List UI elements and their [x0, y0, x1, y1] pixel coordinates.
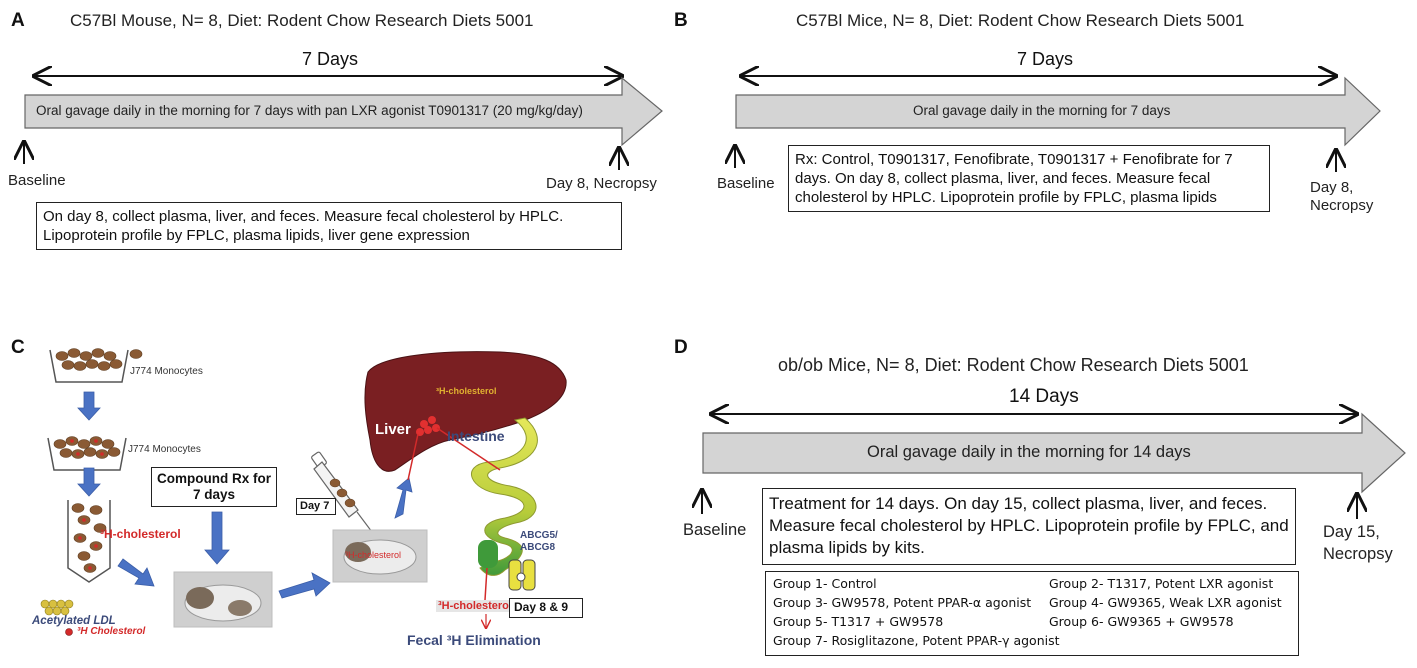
- panel-d-arrow-text: Oral gavage daily in the morning for 14 …: [867, 443, 1191, 461]
- group-item: Group 1- Control: [773, 576, 877, 591]
- treatment-groups-box: Group 1- Control Group 2- T1317, Potent …: [765, 571, 1299, 656]
- group-item: Group 5- T1317 + GW9578: [773, 614, 944, 629]
- panel-b-baseline: Baseline: [717, 175, 775, 192]
- panel-letter-a: A: [11, 10, 25, 31]
- panel-d-necropsy-1: Day 15,: [1323, 523, 1380, 541]
- panel-a-duration: 7 Days: [302, 49, 359, 69]
- panel-a-protocol-box: On day 8, collect plasma, liver, and fec…: [36, 202, 622, 250]
- panel-letter-b: B: [674, 10, 688, 31]
- group-item: Group 6- GW9365 + GW9578: [1049, 614, 1234, 629]
- mouse-cholesterol-label: ³H-cholesterol: [345, 550, 402, 560]
- panel-d-necropsy-2: Necropsy: [1323, 545, 1393, 563]
- intestine-label: Intestine: [447, 428, 505, 444]
- panel-d-protocol-box: Treatment for 14 days. On day 15, collec…: [762, 488, 1296, 565]
- tube: [67, 500, 111, 583]
- panel-a-title: C57Bl Mouse, N= 8, Diet: Rodent Chow Res…: [70, 11, 534, 30]
- panel-a-arrow-text: Oral gavage daily in the morning for 7 d…: [36, 103, 583, 118]
- panel-b-title: C57Bl Mice, N= 8, Diet: Rodent Chow Rese…: [796, 11, 1245, 30]
- liver-shape: [364, 351, 567, 472]
- panel-a-baseline: Baseline: [8, 172, 66, 189]
- panel-d-baseline: Baseline: [683, 521, 747, 539]
- monocyte-cells-2: [53, 436, 121, 459]
- panel-a-box-line-2: Lipoprotein profile by FPLC, plasma lipi…: [43, 227, 470, 244]
- monocytes-label-2: J774 Monocytes: [128, 444, 201, 455]
- group-item: Group 3- GW9578, Potent PPAR-α agonist: [773, 595, 1032, 610]
- monocyte-cells-1: [55, 348, 143, 371]
- panel-b-arrow-text: Oral gavage daily in the morning for 7 d…: [913, 103, 1171, 118]
- acetylated-ldl-label: Acetylated LDL: [32, 615, 116, 627]
- group-item: Group 7- Rosiglitazone, Potent PPAR-γ ag…: [773, 633, 1060, 648]
- abc-transporter-label: ABCG5/ ABCG8: [520, 530, 558, 553]
- panel-b-protocol-box: Rx: Control, T0901317, Fenofibrate, T090…: [788, 145, 1270, 212]
- panel-d-title: ob/ob Mice, N= 8, Diet: Rodent Chow Rese…: [778, 355, 1249, 375]
- fecal-cholesterol-label: ³H-cholesterol: [436, 600, 514, 612]
- group-item: Group 2- T1317, Potent LXR agonist: [1049, 576, 1274, 591]
- fecal-elimination-label: Fecal ³H Elimination: [407, 632, 541, 648]
- liver-to-intestine-line: [436, 427, 501, 471]
- timeline-arrow-b: [735, 76, 1381, 147]
- day8-9-box: Day 8 & 9: [509, 598, 583, 618]
- timeline-arrow-d: [702, 412, 1406, 494]
- liver-label: Liver: [375, 421, 411, 438]
- dish-1: [49, 349, 129, 383]
- panel-a-necropsy: Day 8, Necropsy: [546, 175, 657, 192]
- flow-arrows: [77, 391, 413, 599]
- panel-a-box-line-1: On day 8, collect plasma, liver, and fec…: [43, 208, 564, 225]
- timeline-arrow-a: [24, 76, 663, 147]
- panel-b-necropsy-1: Day 8,: [1310, 179, 1354, 196]
- intestine-shape: [470, 417, 538, 576]
- h-cholesterol-legend-label: ³H Cholesterol: [77, 626, 146, 637]
- ldl-dots-2: [70, 439, 104, 456]
- tube-cholesterol-label: ³H-cholesterol: [100, 527, 181, 541]
- compound-rx-box: Compound Rx for 7 days: [151, 467, 277, 507]
- day7-box: Day 7: [296, 498, 336, 515]
- panel-d-duration: 14 Days: [1009, 386, 1079, 407]
- fecal-line: [484, 567, 488, 601]
- h-cholesterol-icon: [65, 628, 73, 636]
- monocytes-label-1: J774 Monocytes: [130, 366, 203, 377]
- panel-letter-d: D: [674, 337, 688, 358]
- liver-cholesterol-label: ³H-cholesterol: [436, 386, 497, 396]
- group-item: Group 4- GW9365, Weak LXR agonist: [1049, 595, 1282, 610]
- panel-b-duration: 7 Days: [1017, 49, 1074, 69]
- liver-down-line: [407, 433, 419, 481]
- panel-letter-c: C: [11, 337, 25, 358]
- panel-b-necropsy-2: Necropsy: [1310, 197, 1374, 214]
- acetylated-ldl-icon: [40, 599, 74, 616]
- liver-cholesterol-dots: [416, 416, 440, 436]
